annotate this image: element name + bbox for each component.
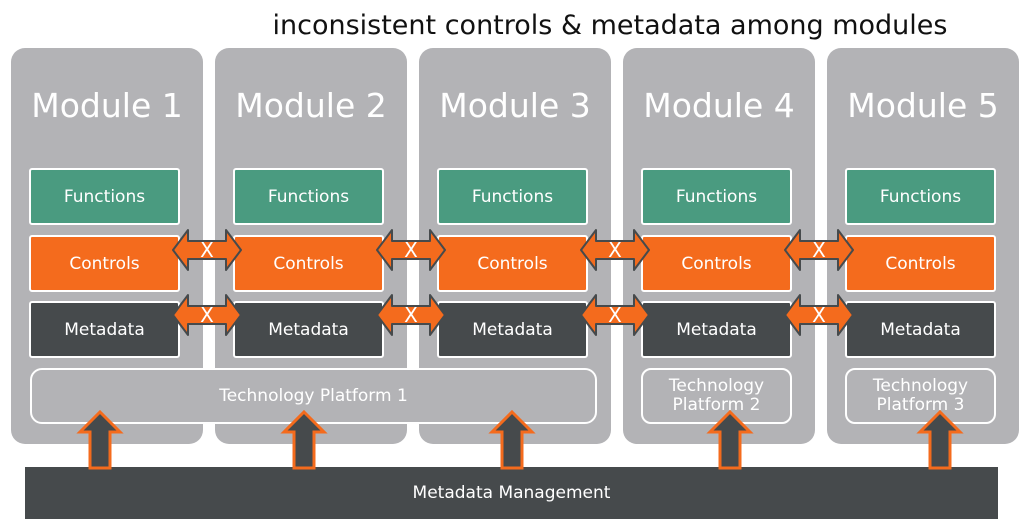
metadata-connector-arrow: X	[784, 294, 854, 336]
controls-box: Controls	[845, 235, 996, 292]
connector-x-mark: X	[404, 303, 418, 327]
controls-connector-arrow: X	[172, 229, 242, 271]
connector-x-mark: X	[200, 238, 214, 262]
up-arrow	[280, 409, 328, 470]
functions-box: Functions	[437, 168, 588, 225]
controls-box: Controls	[233, 235, 384, 292]
platform-3-line-2: Platform 3	[876, 395, 965, 415]
controls-box: Controls	[437, 235, 588, 292]
module-title: Module 2	[235, 86, 387, 125]
technology-platform-2: Technology Platform 2	[641, 368, 792, 424]
module-5: Module 5 Functions Controls Metadata	[827, 48, 1019, 444]
functions-box: Functions	[641, 168, 792, 225]
metadata-connector-arrow: X	[172, 294, 242, 336]
platform-2-line-1: Technology	[668, 376, 765, 396]
metadata-box: Metadata	[233, 301, 384, 358]
controls-connector-arrow: X	[580, 229, 650, 271]
controls-connector-arrow: X	[784, 229, 854, 271]
metadata-connector-arrow: X	[376, 294, 446, 336]
module-title: Module 3	[439, 86, 591, 125]
controls-box: Controls	[29, 235, 180, 292]
metadata-box: Metadata	[437, 301, 588, 358]
controls-connector-arrow: X	[376, 229, 446, 271]
connector-x-mark: X	[812, 303, 826, 327]
module-title: Module 4	[643, 86, 795, 125]
connector-x-mark: X	[812, 238, 826, 262]
connector-x-mark: X	[404, 238, 418, 262]
functions-box: Functions	[845, 168, 996, 225]
metadata-box: Metadata	[641, 301, 792, 358]
module-1: Module 1 Functions Controls Metadata	[11, 48, 203, 444]
up-arrow	[488, 409, 536, 470]
connector-x-mark: X	[608, 238, 622, 262]
connector-x-mark: X	[200, 303, 214, 327]
module-title: Module 1	[31, 86, 183, 125]
up-arrow	[76, 409, 124, 470]
platform-2-line-2: Platform 2	[672, 395, 761, 415]
metadata-box: Metadata	[845, 301, 996, 358]
up-arrow	[916, 409, 964, 470]
platform-3-line-1: Technology	[872, 376, 969, 396]
up-arrow	[706, 409, 754, 470]
technology-platform-3: Technology Platform 3	[845, 368, 996, 424]
metadata-box: Metadata	[29, 301, 180, 358]
module-title: Module 5	[847, 86, 999, 125]
functions-box: Functions	[233, 168, 384, 225]
metadata-management-bar: Metadata Management	[25, 467, 998, 519]
diagram-title: inconsistent controls & metadata among m…	[272, 10, 948, 41]
controls-box: Controls	[641, 235, 792, 292]
connector-x-mark: X	[608, 303, 622, 327]
functions-box: Functions	[29, 168, 180, 225]
metadata-connector-arrow: X	[580, 294, 650, 336]
